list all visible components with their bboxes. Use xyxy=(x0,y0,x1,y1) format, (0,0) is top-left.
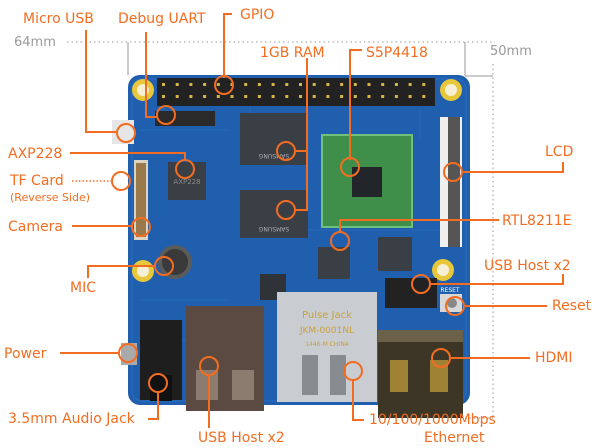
label-ethernet-line2: Ethernet xyxy=(424,430,485,446)
gpio-pin xyxy=(257,95,261,98)
gpio-pin xyxy=(353,83,357,86)
gpio-pin xyxy=(162,95,165,98)
ram-chip xyxy=(240,113,308,165)
rtl8211e-callout xyxy=(330,219,499,251)
label-audio-jack: 3.5mm Audio Jack xyxy=(8,411,135,427)
label-soc: S5P4418 xyxy=(366,45,428,61)
label-camera: Camera xyxy=(8,219,63,235)
gpio-pin xyxy=(340,95,344,98)
gpio-pin xyxy=(394,95,398,98)
label-lcd: LCD xyxy=(545,144,574,160)
gpio-pin xyxy=(367,83,371,86)
height-dimension-line xyxy=(465,64,494,419)
ram-callout xyxy=(276,58,308,220)
usb-host-right-callout xyxy=(411,274,564,294)
audio-jack-callout xyxy=(148,373,168,420)
gpio-pin xyxy=(189,83,193,86)
label-power: Power xyxy=(4,346,47,362)
gpio-pin xyxy=(326,95,330,98)
label-hdmi: HDMI xyxy=(535,350,573,366)
tf-card-callout xyxy=(72,171,131,191)
mounting-hole xyxy=(440,79,462,101)
gpio-callout xyxy=(214,13,234,95)
label-usb-host-right: USB Host x2 xyxy=(484,258,571,274)
gpio-pin xyxy=(189,95,193,98)
gpio-pin xyxy=(299,95,302,98)
label-micro-usb: Micro USB xyxy=(23,11,94,27)
label-tf-card-note: (Reverse Side) xyxy=(10,191,91,204)
ethernet-origin-marking: 1446-M CHINA xyxy=(305,341,349,348)
gpio-pin xyxy=(271,95,275,98)
lcd-callout xyxy=(443,162,564,182)
gpio-pin xyxy=(408,95,412,98)
camera-callout xyxy=(72,217,151,237)
width-dimension-label: 64mm xyxy=(14,35,56,50)
gpio-pin xyxy=(381,95,385,98)
micro-usb-callout xyxy=(85,30,136,143)
ethernet-phy-chip xyxy=(318,247,350,279)
ram-brand-marking: SAMSUNG xyxy=(258,152,289,159)
gpio-pin xyxy=(326,83,330,86)
ram-chip xyxy=(240,190,308,238)
usb-host-header xyxy=(385,278,437,308)
width-dimension-line xyxy=(67,41,495,76)
gpio-pin xyxy=(175,83,179,86)
gpio-pin xyxy=(244,83,248,86)
label-gpio: GPIO xyxy=(240,7,275,23)
gpio-pin xyxy=(381,83,385,86)
ethernet-brand-marking: Pulse Jack xyxy=(302,310,352,321)
mounting-hole xyxy=(432,259,454,281)
height-dimension-label: 50mm xyxy=(490,44,532,59)
gpio-pin xyxy=(244,95,248,98)
gpio-pin xyxy=(285,95,289,98)
gpio-pin xyxy=(422,83,426,86)
label-tf-card: TF Card xyxy=(10,173,64,189)
mic-callout xyxy=(87,256,174,278)
gpio-pin xyxy=(216,95,220,98)
gpio-pin xyxy=(340,83,344,86)
gpio-pin xyxy=(203,95,207,98)
gpio-pin xyxy=(299,83,302,86)
soc-callout xyxy=(340,49,362,177)
gpio-pin xyxy=(257,83,261,86)
pmic-marking: AXP228 xyxy=(173,178,200,186)
gpio-pin xyxy=(353,95,357,98)
label-axp228: AXP228 xyxy=(8,146,63,162)
gpio-pin xyxy=(216,83,220,86)
ethernet-jack xyxy=(277,292,377,402)
ram-brand-marking: SAMSUNG xyxy=(258,225,289,232)
pmic-chip xyxy=(168,162,206,200)
label-debug-uart: Debug UART xyxy=(118,11,206,27)
power-callout xyxy=(60,343,138,363)
label-mic: MIC xyxy=(70,280,96,296)
gpio-pin xyxy=(230,95,234,98)
usb-host-bottom-callout xyxy=(199,356,219,428)
debug-uart-callout xyxy=(145,32,176,125)
label-ethernet-line1: 10/100/1000Mbps xyxy=(369,412,496,428)
gpio-header xyxy=(157,78,435,106)
gpio-pin xyxy=(312,83,316,86)
gpio-pin xyxy=(162,83,165,86)
label-reset: Reset xyxy=(552,298,592,314)
gpio-pin xyxy=(394,83,398,86)
gpio-pin xyxy=(312,95,316,98)
label-ram: 1GB RAM xyxy=(260,45,325,61)
reset-silkscreen: RESET xyxy=(440,287,460,294)
hdmi-callout xyxy=(431,348,530,368)
reset-callout xyxy=(445,296,547,316)
gpio-pin xyxy=(271,83,275,86)
gpio-pin xyxy=(285,83,289,86)
ethernet-callout xyxy=(343,361,364,421)
label-usb-host-bottom: USB Host x2 xyxy=(198,430,285,446)
label-rtl8211e: RTL8211E xyxy=(502,213,572,229)
ethernet-model-marking: JKM-0001NL xyxy=(299,326,354,336)
gpio-pin xyxy=(203,83,207,86)
gpio-pin xyxy=(408,83,412,86)
gpio-pin xyxy=(175,95,179,98)
axp228-callout xyxy=(70,152,195,179)
gpio-pin xyxy=(367,95,371,98)
gpio-pin xyxy=(422,95,426,98)
